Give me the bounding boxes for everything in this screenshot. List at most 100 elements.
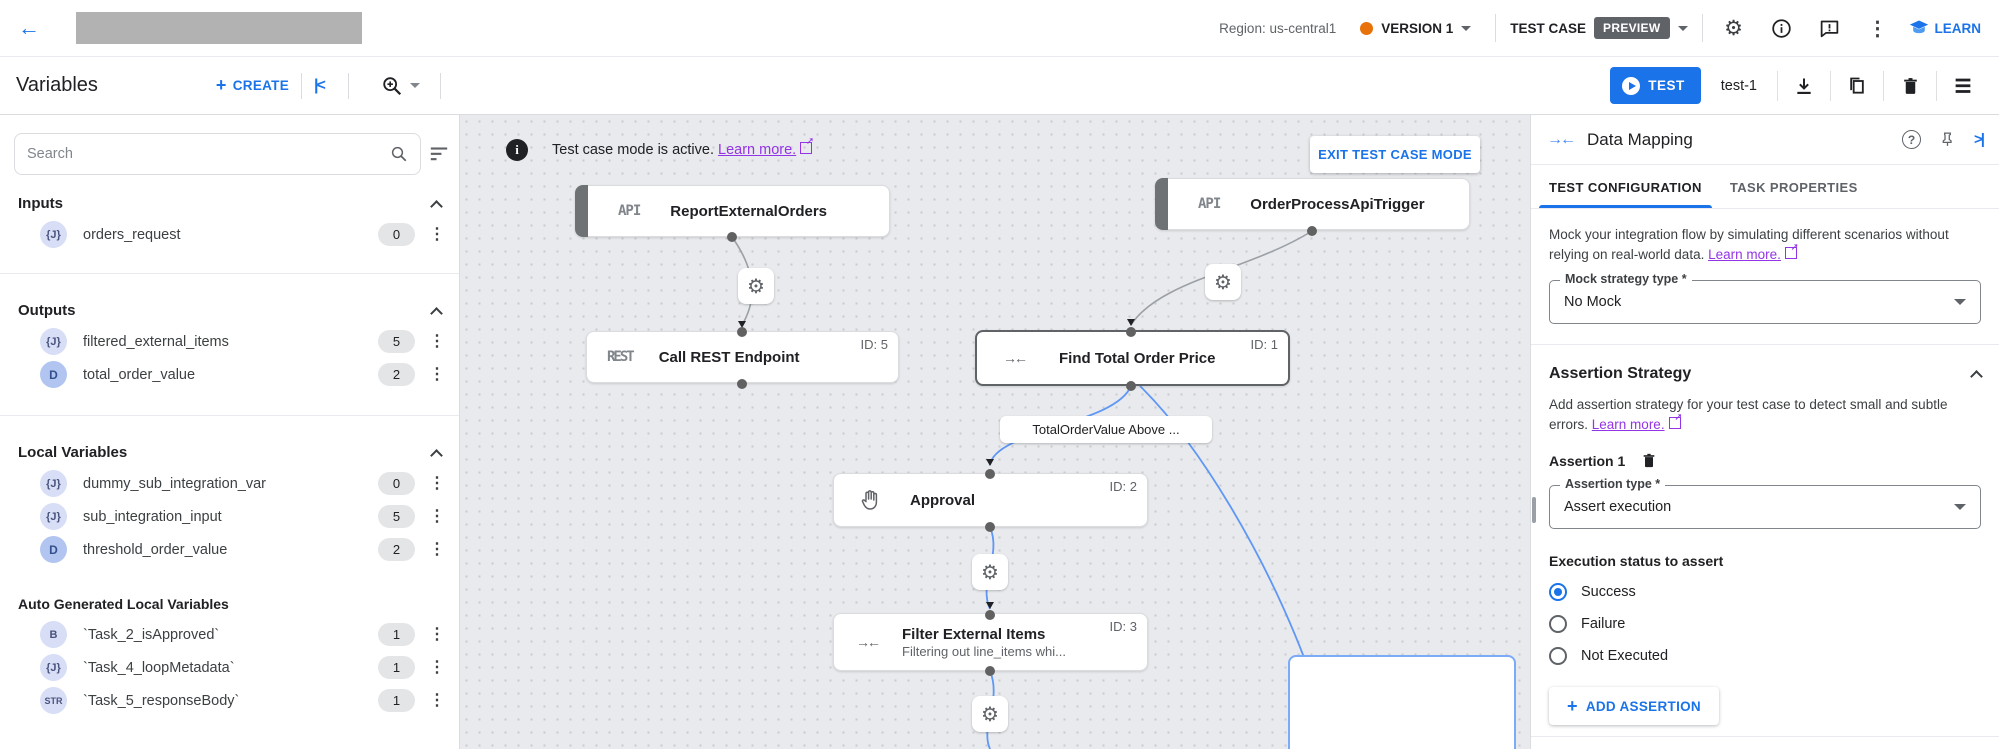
- zoom-control[interactable]: [381, 75, 420, 97]
- edge-gear-icon[interactable]: ⚙: [738, 268, 774, 304]
- chevron-up-icon[interactable]: [1970, 370, 1983, 383]
- panel-scrollbar[interactable]: [1532, 497, 1536, 523]
- node-report-external-orders[interactable]: API ReportExternalOrders: [575, 185, 890, 237]
- section-title: Local Variables: [18, 444, 128, 461]
- copy-icon[interactable]: [1835, 68, 1879, 104]
- info-icon[interactable]: [1765, 11, 1799, 45]
- radio-button[interactable]: [1549, 647, 1567, 666]
- learn-button[interactable]: LEARN: [1909, 18, 1981, 38]
- assertion-type-select[interactable]: Assertion type * Assert execution: [1549, 477, 1981, 530]
- delete-icon[interactable]: [1888, 68, 1932, 104]
- radio-not-executed[interactable]: Not Executed: [1549, 647, 1981, 666]
- section-header-outputs[interactable]: Outputs: [0, 288, 459, 325]
- radio-success[interactable]: Success: [1549, 583, 1981, 602]
- version-selector[interactable]: VERSION 1: [1350, 21, 1481, 36]
- radio-failure[interactable]: Failure: [1549, 615, 1981, 634]
- assertion-strategy-header[interactable]: Assertion Strategy: [1549, 365, 1983, 383]
- node-find-total-order-price[interactable]: →← Find Total Order Price ID: 1: [975, 330, 1290, 386]
- search-icon: [391, 146, 407, 162]
- feedback-icon[interactable]: [1813, 11, 1847, 45]
- mock-strategy-select[interactable]: Mock strategy type * No Mock: [1549, 272, 1981, 325]
- chevron-up-icon[interactable]: [430, 199, 443, 213]
- view-list-icon[interactable]: [1941, 68, 1985, 104]
- json-type-icon: {J}: [40, 221, 67, 248]
- variable-row-threshold-order-value[interactable]: D threshold_order_value 2 ⋮: [0, 533, 459, 566]
- kebab-menu-icon[interactable]: ⋮: [429, 658, 445, 676]
- variable-row-filtered-external-items[interactable]: {J} filtered_external_items 5 ⋮: [0, 325, 459, 358]
- node-partial-bottom-right[interactable]: [1288, 655, 1516, 749]
- collapse-sidebar-icon[interactable]: |<: [314, 76, 326, 94]
- variable-row-sub-integration-input[interactable]: {J} sub_integration_input 5 ⋮: [0, 500, 459, 533]
- integration-flow-canvas[interactable]: ⚙ ⚙ ⚙ ⚙ i Test case mode is active. Lear…: [460, 115, 1530, 749]
- assertion-1-title: Assertion 1: [1549, 452, 1626, 469]
- variable-row-task5-responsebody[interactable]: STR `Task_5_responseBody` 1 ⋮: [0, 684, 459, 717]
- version-label: VERSION 1: [1381, 20, 1454, 36]
- variable-row-task4-loopmetadata[interactable]: {J} `Task_4_loopMetadata` 1 ⋮: [0, 651, 459, 684]
- mock-strategy-value: No Mock: [1564, 294, 1622, 311]
- collapse-panel-icon[interactable]: >|: [1974, 131, 1985, 148]
- edge-gear-icon[interactable]: ⚙: [1205, 264, 1241, 300]
- node-title: Filter External Items: [902, 625, 1046, 643]
- back-arrow-icon[interactable]: ←: [18, 15, 40, 40]
- chevron-up-icon[interactable]: [430, 306, 443, 320]
- execution-status-label: Execution status to assert: [1549, 553, 1724, 570]
- tab-test-configuration[interactable]: TEST CONFIGURATION: [1535, 165, 1716, 208]
- kebab-menu-icon[interactable]: ⋮: [429, 474, 445, 492]
- chevron-down-icon: [1954, 299, 1966, 306]
- chevron-down-icon: [1954, 504, 1966, 511]
- rest-tag: REST: [607, 349, 635, 365]
- node-call-rest-endpoint[interactable]: REST Call REST Endpoint ID: 5: [586, 331, 899, 383]
- variable-row-orders-request[interactable]: {J} orders_request 0 ⋮: [0, 218, 459, 251]
- node-filter-external-items[interactable]: →← Filter External Items Filtering out l…: [833, 613, 1148, 671]
- section-header-inputs[interactable]: Inputs: [0, 181, 459, 218]
- data-mapping-icon: →←: [856, 634, 881, 650]
- learn-more-link[interactable]: Learn more.: [718, 136, 814, 158]
- delete-assertion-icon[interactable]: [1641, 452, 1657, 469]
- section-header-auto-generated: Auto Generated Local Variables: [0, 566, 459, 618]
- help-icon[interactable]: ?: [1902, 130, 1922, 149]
- create-variable-button[interactable]: + CREATE: [216, 75, 289, 96]
- api-tag: API: [618, 203, 641, 219]
- test-button[interactable]: TEST: [1610, 67, 1701, 104]
- external-link-icon: [800, 136, 814, 154]
- exit-test-case-mode-button[interactable]: EXIT TEST CASE MODE: [1310, 136, 1480, 173]
- chevron-up-icon[interactable]: [430, 448, 443, 462]
- radio-button-selected[interactable]: [1549, 583, 1567, 602]
- search-input[interactable]: [27, 146, 390, 162]
- pin-icon[interactable]: [1939, 131, 1956, 148]
- kebab-menu-icon[interactable]: ⋮: [429, 332, 445, 350]
- more-menu-icon[interactable]: ⋮: [1867, 17, 1888, 40]
- test-case-name: test-1: [1720, 77, 1757, 94]
- kebab-menu-icon[interactable]: ⋮: [429, 540, 445, 558]
- kebab-menu-icon[interactable]: ⋮: [429, 507, 445, 525]
- sort-filter-icon[interactable]: [429, 145, 449, 163]
- kebab-menu-icon[interactable]: ⋮: [429, 365, 445, 383]
- usage-count-badge: 0: [378, 472, 415, 495]
- tab-task-properties[interactable]: TASK PROPERTIES: [1729, 180, 1858, 195]
- edge-gear-icon[interactable]: ⚙: [972, 696, 1008, 732]
- json-type-icon: {J}: [40, 470, 67, 497]
- kebab-menu-icon[interactable]: ⋮: [429, 691, 445, 709]
- variable-row-task2-isapproved[interactable]: B `Task_2_isApproved` 1 ⋮: [0, 618, 459, 651]
- radio-button[interactable]: [1549, 615, 1567, 634]
- learn-more-link[interactable]: Learn more.: [1592, 411, 1683, 432]
- variable-row-dummy-sub-integration-var[interactable]: {J} dummy_sub_integration_var 0 ⋮: [0, 467, 459, 500]
- add-assertion-button[interactable]: + ADD ASSERTION: [1549, 687, 1719, 726]
- test-case-selector[interactable]: TEST CASE PREVIEW: [1510, 17, 1688, 39]
- node-approval[interactable]: Approval ID: 2: [833, 473, 1148, 527]
- kebab-menu-icon[interactable]: ⋮: [429, 625, 445, 643]
- edge-condition-label[interactable]: TotalOrderValue Above ...: [1000, 416, 1212, 443]
- edge-gear-icon[interactable]: ⚙: [972, 554, 1008, 590]
- download-icon[interactable]: [1782, 68, 1826, 104]
- node-order-process-api-trigger[interactable]: API OrderProcessApiTrigger: [1155, 178, 1470, 230]
- variable-row-total-order-value[interactable]: D total_order_value 2 ⋮: [0, 358, 459, 391]
- approval-hand-icon: [861, 490, 878, 510]
- settings-gear-icon[interactable]: ⚙: [1724, 16, 1743, 40]
- learn-more-link[interactable]: Learn more.: [1708, 241, 1799, 262]
- json-type-icon: {J}: [40, 328, 67, 355]
- section-header-local-variables[interactable]: Local Variables: [0, 430, 459, 467]
- kebab-menu-icon[interactable]: ⋮: [429, 225, 445, 243]
- node-id-badge: ID: 5: [860, 337, 888, 352]
- boolean-type-icon: B: [40, 621, 67, 648]
- divider: [0, 415, 459, 416]
